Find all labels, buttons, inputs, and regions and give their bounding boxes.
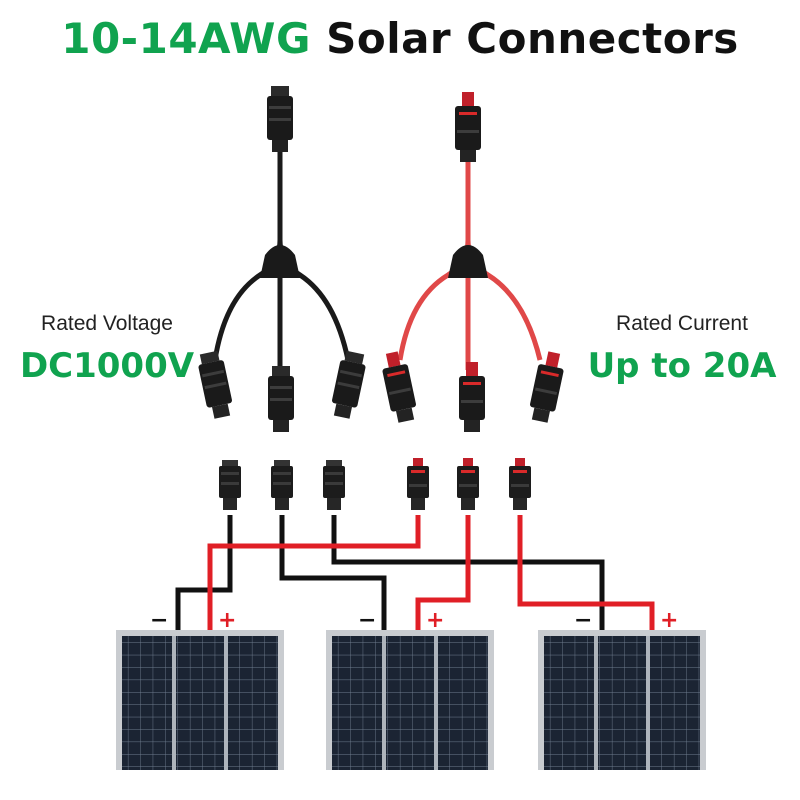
red-y-branch-cable <box>379 92 567 432</box>
negative-mark: − <box>358 608 376 633</box>
solar-panel <box>326 630 494 770</box>
rated-current-block: Rated Current Up to 20A <box>576 312 788 386</box>
rated-voltage-block: Rated Voltage DC1000V <box>8 312 206 386</box>
positive-mark: + <box>660 608 678 633</box>
rated-current-label: Rated Current <box>616 312 748 335</box>
positive-mark: + <box>426 608 444 633</box>
negative-mark: − <box>574 608 592 633</box>
rated-current-value: Up to 20A <box>587 346 777 386</box>
diagram-connectors <box>219 458 531 510</box>
wiring-diagram <box>175 515 655 632</box>
rated-voltage-label: Rated Voltage <box>41 312 173 335</box>
title-product: Solar Connectors <box>326 14 739 63</box>
page-title: 10-14AWG Solar Connectors <box>0 14 800 63</box>
solar-panel <box>538 630 706 770</box>
solar-panel <box>116 630 284 770</box>
negative-mark: − <box>150 608 168 633</box>
rated-voltage-value: DC1000V <box>19 346 195 386</box>
positive-mark: + <box>218 608 236 633</box>
black-y-branch-cable <box>195 86 369 432</box>
title-awg: 10-14AWG <box>61 14 311 63</box>
